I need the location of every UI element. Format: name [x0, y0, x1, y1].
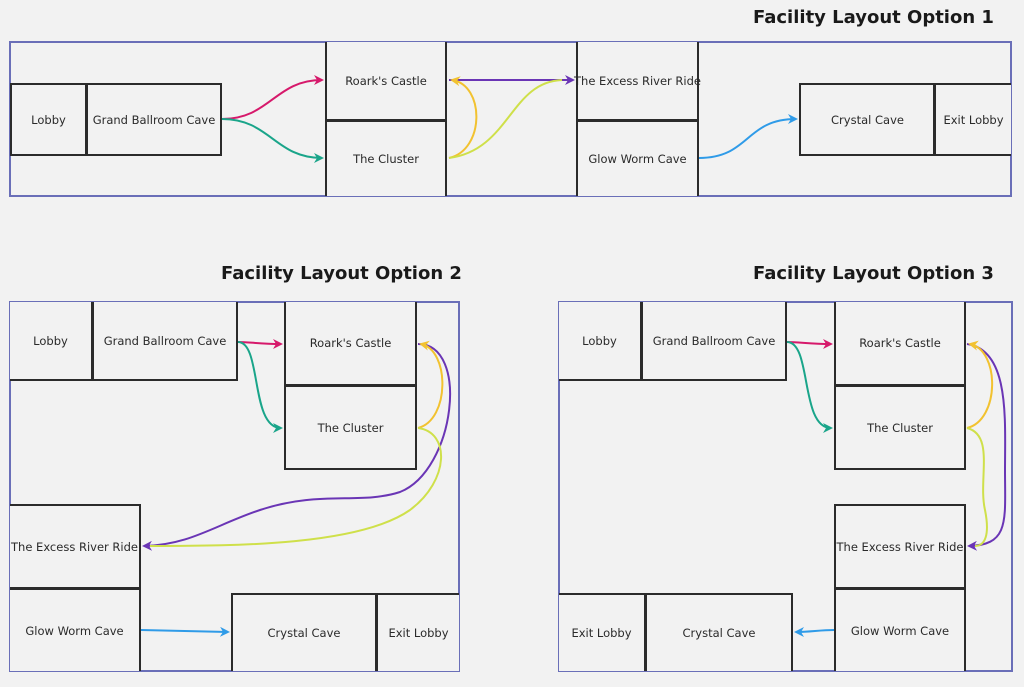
layout-3-title: Facility Layout Option 3: [753, 263, 994, 284]
layout-3-room-grand-ballroom[interactable]: Grand Ballroom Cave: [640, 302, 787, 381]
layout-3-room-cluster[interactable]: The Cluster: [834, 384, 966, 470]
layout-3-room-lobby[interactable]: Lobby: [559, 302, 642, 381]
layout-2-room-lobby[interactable]: Lobby: [10, 302, 93, 381]
layout-2-room-crystal-cave[interactable]: Crystal Cave: [231, 593, 377, 671]
layout-2-room-glow-worm[interactable]: Glow Worm Cave: [10, 587, 141, 671]
layout-2-room-excess-river[interactable]: The Excess River Ride: [10, 504, 141, 589]
layout-2-title: Facility Layout Option 2: [221, 263, 462, 284]
layout-3-room-roarks-castle[interactable]: Roark's Castle: [834, 302, 966, 386]
layout-2-room-roarks-castle[interactable]: Roark's Castle: [284, 302, 417, 386]
layout-2-room-exit-lobby[interactable]: Exit Lobby: [375, 593, 459, 671]
layout-2-room-cluster[interactable]: The Cluster: [284, 384, 417, 470]
layout-3-room-glow-worm[interactable]: Glow Worm Cave: [834, 587, 966, 671]
layout-3-room-crystal-cave[interactable]: Crystal Cave: [644, 593, 793, 671]
layout-1-room-cluster[interactable]: The Cluster: [325, 119, 447, 196]
layout-3-room-excess-river[interactable]: The Excess River Ride: [834, 504, 966, 589]
layout-1-room-crystal-cave[interactable]: Crystal Cave: [799, 83, 936, 156]
layout-1-room-exit-lobby[interactable]: Exit Lobby: [933, 83, 1011, 156]
layout-1-room-excess-river[interactable]: The Excess River Ride: [574, 42, 701, 121]
layout-1-title: Facility Layout Option 1: [753, 7, 994, 28]
layout-3-room-exit-lobby[interactable]: Exit Lobby: [559, 593, 646, 671]
layout-1-room-grand-ballroom[interactable]: Grand Ballroom Cave: [85, 83, 222, 156]
layout-1-room-lobby[interactable]: Lobby: [10, 83, 87, 156]
layout-2-room-grand-ballroom[interactable]: Grand Ballroom Cave: [91, 302, 238, 381]
layout-1-room-roarks-castle[interactable]: Roark's Castle: [325, 42, 447, 121]
layout-1-room-glow-worm[interactable]: Glow Worm Cave: [576, 119, 699, 196]
